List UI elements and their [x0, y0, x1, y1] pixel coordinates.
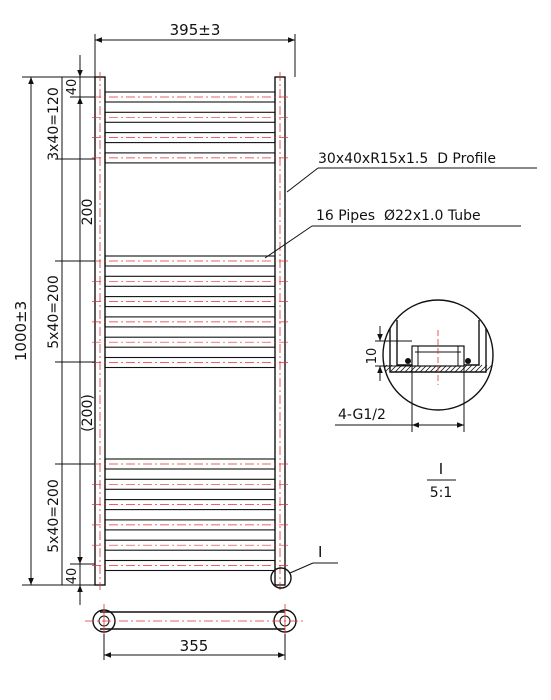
- hatch-line: [469, 364, 478, 373]
- bottom-section-view: 355: [85, 604, 305, 660]
- height-dim-label: 1000±3: [12, 301, 30, 361]
- hatch-line: [464, 364, 473, 373]
- front-view: [92, 72, 292, 590]
- bottom-group-label: 5x40=200: [46, 479, 62, 552]
- detail-marker: I: [318, 543, 322, 561]
- height-dimension: 1000±3: [12, 76, 95, 586]
- detail-view: 10 4-G1/2 I 5:1: [335, 299, 494, 501]
- hatch-line: [474, 364, 483, 373]
- detail-height-label: 10: [365, 348, 380, 365]
- thread-label: 4-G1/2: [338, 407, 386, 423]
- gap-upper-label: 200: [80, 199, 96, 226]
- pipes-callout: 16 Pipes Ø22x1.0 Tube: [316, 208, 481, 224]
- detail-circle: [382, 299, 494, 411]
- middle-group-label: 5x40=200: [46, 275, 62, 348]
- hatch-line: [484, 364, 493, 373]
- detail-i-circle: [270, 567, 292, 589]
- bottom-offset-label: 40: [65, 568, 80, 585]
- centers-dim-label: 355: [180, 637, 209, 655]
- callouts: 30x40xR15x1.5 D Profile 16 Pipes Ø22x1.0…: [264, 151, 537, 574]
- width-dimension: 395±3: [94, 21, 296, 77]
- horizontal-tubes: [92, 91, 288, 572]
- width-dim-label: 395±3: [170, 21, 221, 39]
- top-group-label: 3x40=120: [46, 87, 62, 160]
- chain-dimensions: 40 3x40=120 200 5x40=200 (200) 5x40=200 …: [46, 55, 96, 605]
- gap-lower-label: (200): [80, 394, 96, 432]
- profile-callout: 30x40xR15x1.5 D Profile: [318, 151, 496, 167]
- top-offset-label: 40: [65, 79, 80, 96]
- hatch-line: [479, 364, 488, 373]
- detail-scale: 5:1: [430, 485, 453, 501]
- detail-label: I: [439, 460, 443, 478]
